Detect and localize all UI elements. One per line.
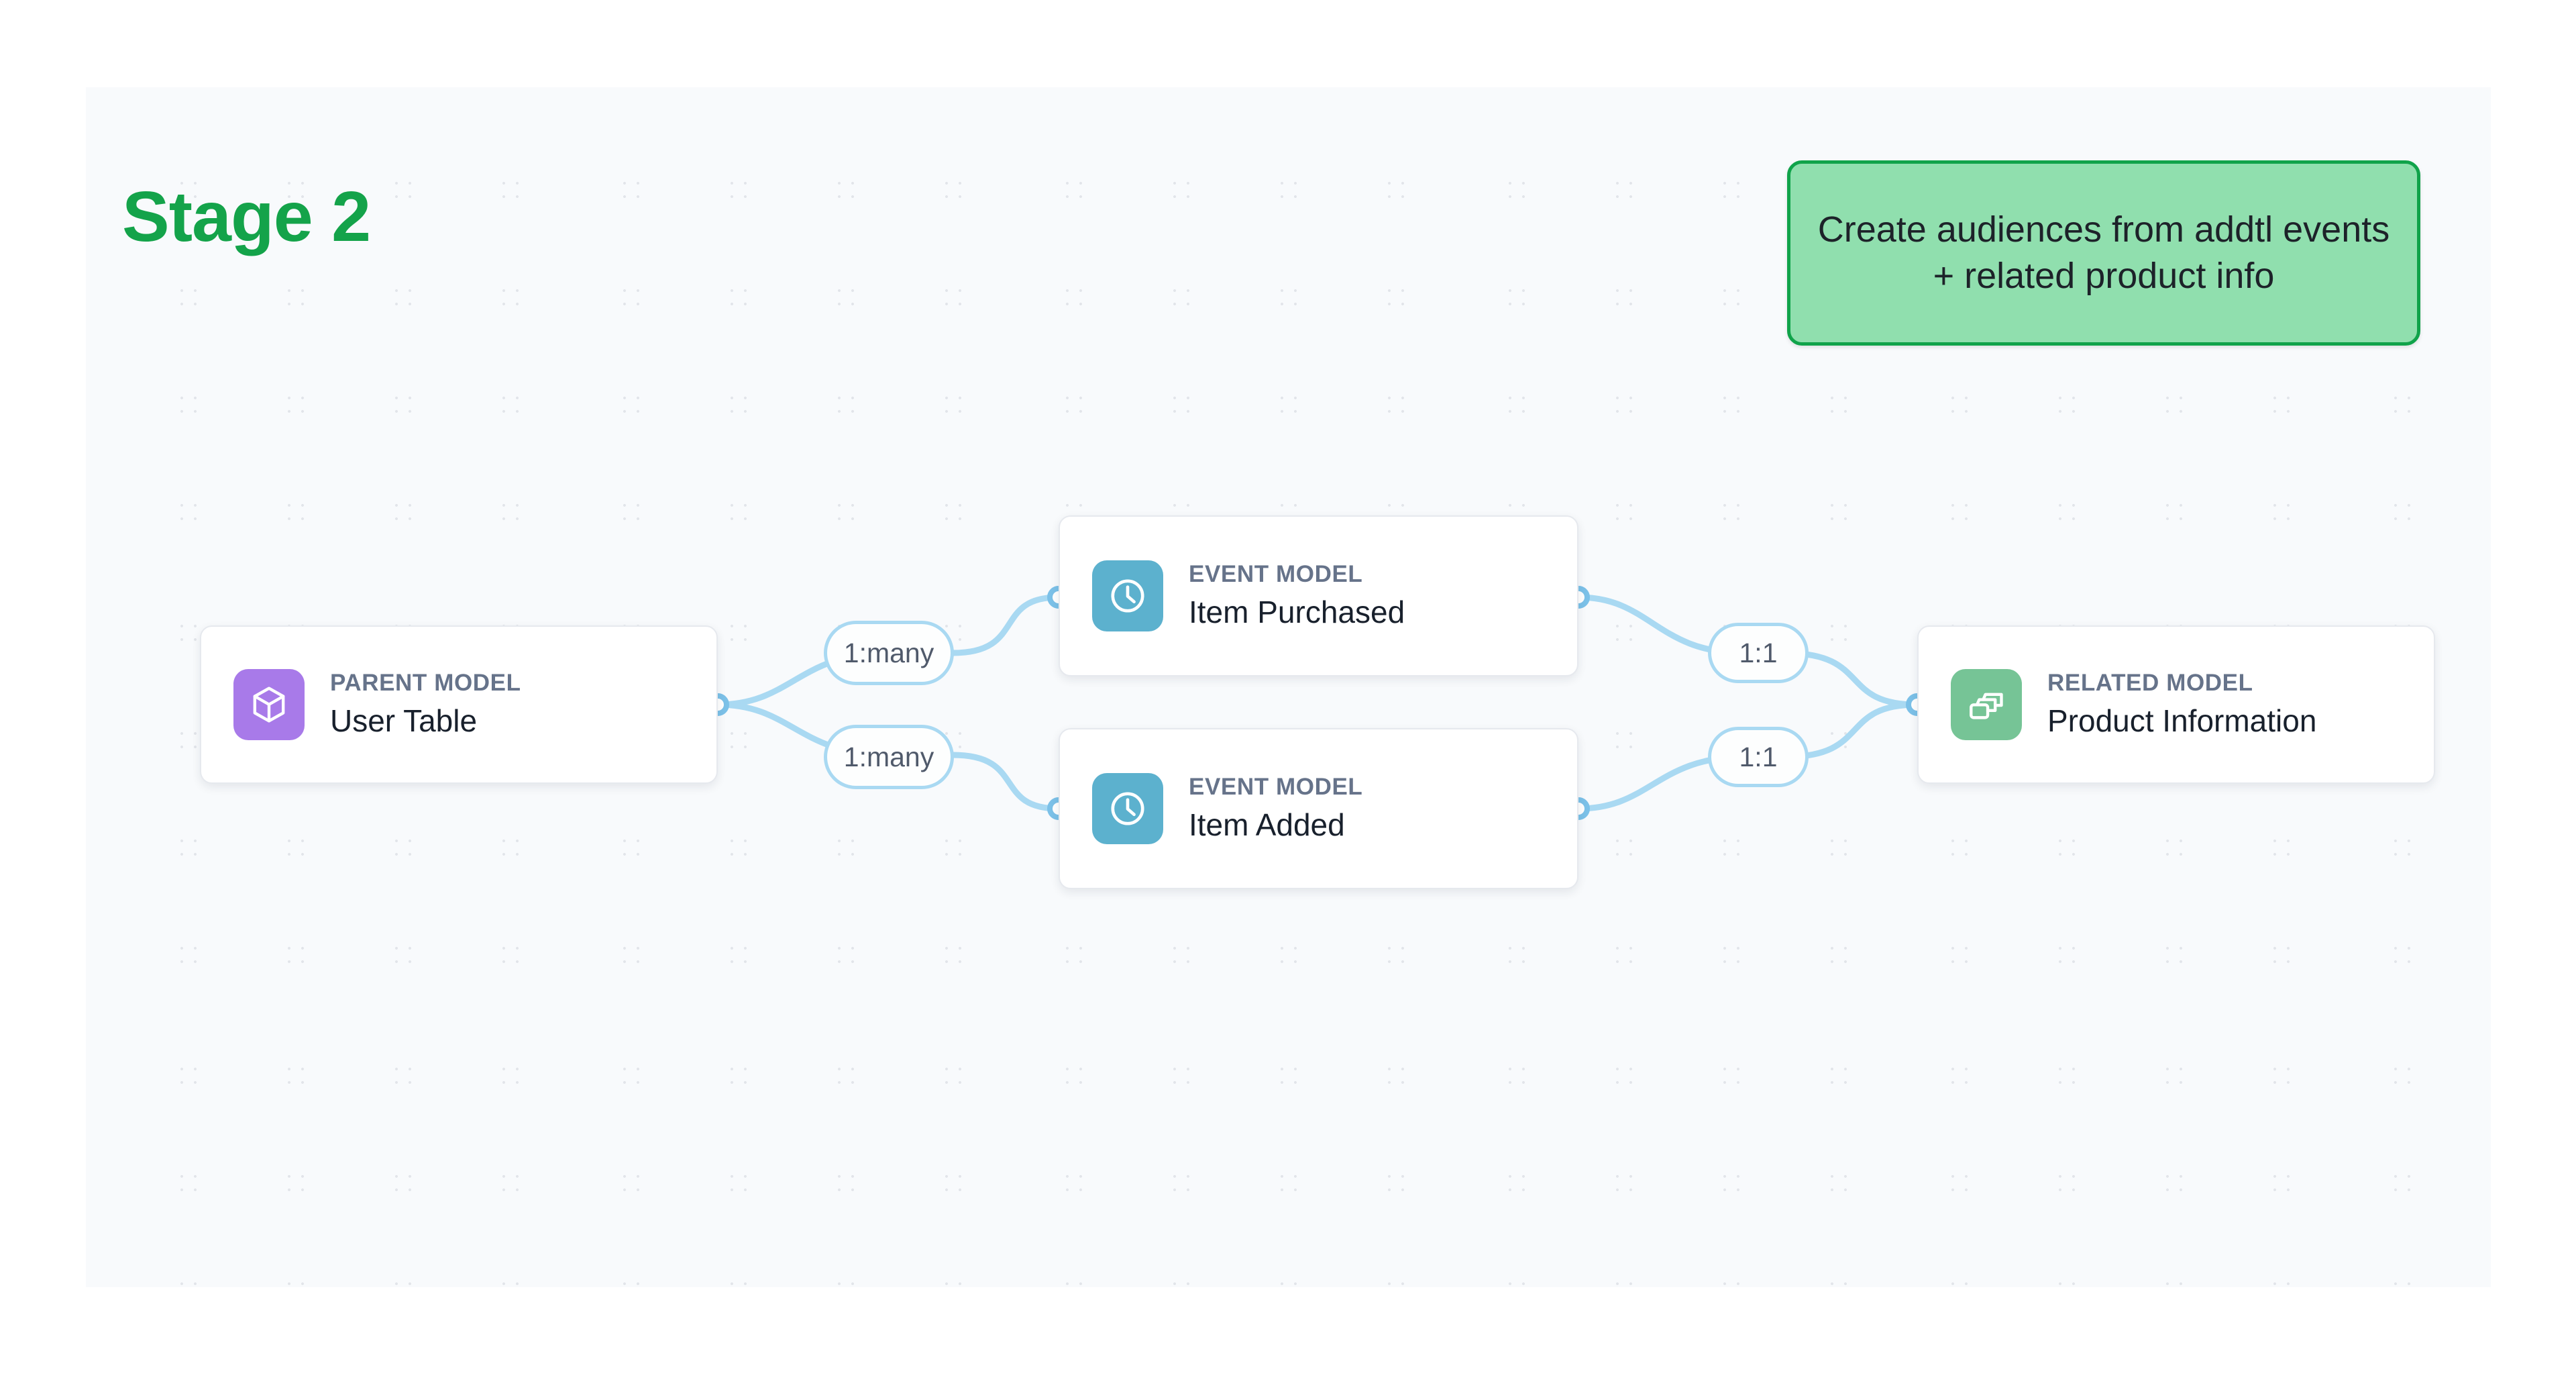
clock-icon [1092,773,1163,844]
node-title: Product Information [2047,703,2317,738]
cube-icon [233,669,305,740]
edge-label-event1-related[interactable]: 1:1 [1708,623,1809,683]
layers-icon [1951,669,2022,740]
node-parent-model[interactable]: PARENT MODEL User Table [200,625,718,784]
page-title: Stage 2 [122,177,371,256]
callout-box: Create audiences from addtl events + rel… [1787,160,2420,346]
node-kicker: EVENT MODEL [1189,774,1363,801]
node-title: User Table [330,703,478,738]
node-kicker: EVENT MODEL [1189,561,1363,588]
node-kicker: RELATED MODEL [2047,670,2253,697]
node-event-model-item-purchased[interactable]: EVENT MODEL Item Purchased [1059,515,1578,676]
node-related-model[interactable]: RELATED MODEL Product Information [1917,625,2435,784]
node-event-model-item-added[interactable]: EVENT MODEL Item Added [1059,728,1578,889]
edge-label-event2-related[interactable]: 1:1 [1708,727,1809,787]
clock-icon [1092,560,1163,631]
edge-label-parent-event2[interactable]: 1:many [824,725,954,789]
node-title: Item Added [1189,807,1345,842]
edge-label-parent-event1[interactable]: 1:many [824,621,954,685]
node-title: Item Purchased [1189,594,1405,629]
callout-text: Create audiences from addtl events + rel… [1817,209,2390,296]
node-kicker: PARENT MODEL [330,670,521,697]
